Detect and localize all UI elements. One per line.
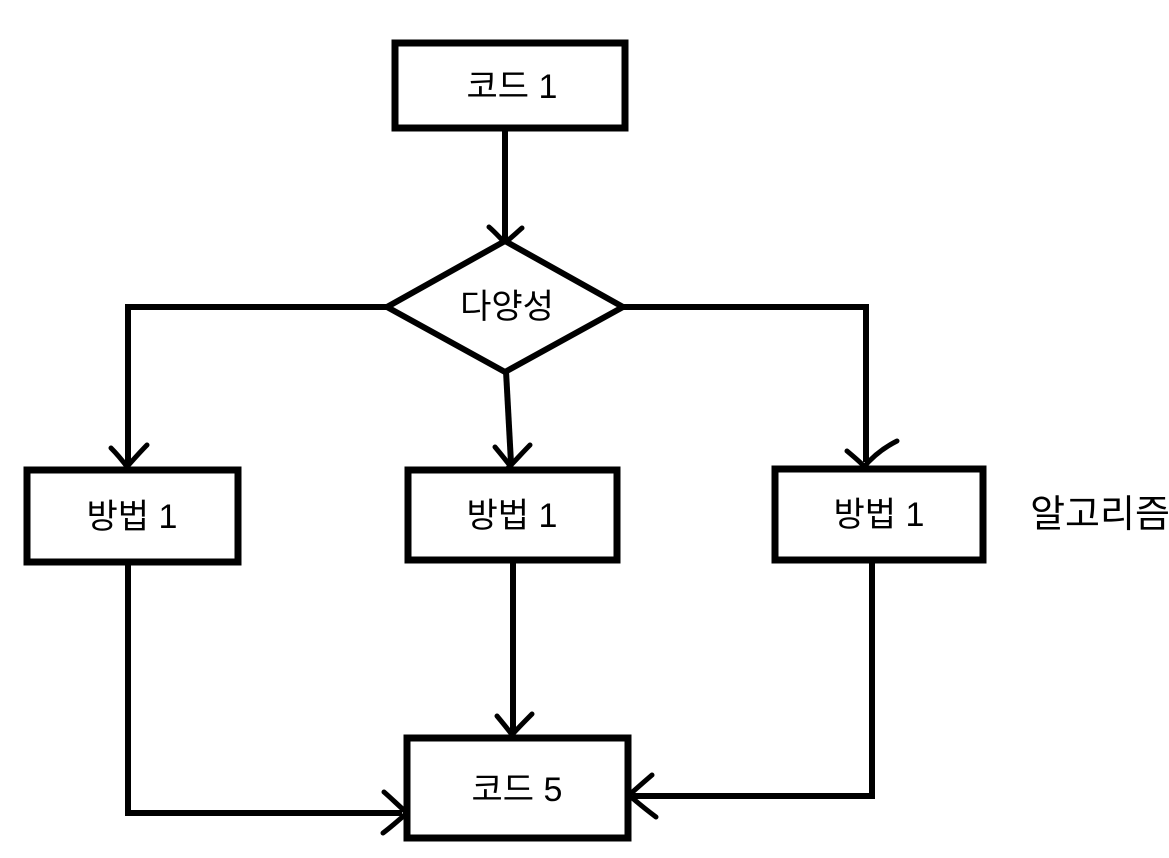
node-labels: 코드 1 다양성 방법 1 방법 1 방법 1 코드 5 알고리즘: [87, 68, 1169, 809]
edge-method-left-code5: [125, 562, 402, 816]
algorithm-annotation-label: 알고리즘: [1030, 494, 1169, 536]
node-method-middle-label: 방법 1: [467, 497, 558, 535]
edge-method-right-code5: [633, 560, 875, 799]
node-code5-label: 코드 5: [472, 771, 563, 809]
node-shapes: [23, 39, 987, 842]
node-diversity-label: 다양성: [460, 288, 554, 326]
arrowhead-into-method-middle: [492, 442, 533, 471]
node-method-left: [23, 466, 242, 566]
edge-diversity-method-right: [623, 304, 869, 462]
arrowhead-into-method-right: [844, 438, 900, 471]
node-code1: [391, 39, 629, 132]
node-code5: [403, 734, 632, 842]
edge-diversity-method-left: [125, 304, 387, 464]
node-diversity-diamond: [380, 237, 630, 376]
node-method-left-label: 방법 1: [87, 498, 178, 536]
node-method-right-label: 방법 1: [834, 496, 925, 534]
edge-diversity-method-middle: [503, 370, 514, 464]
node-method-right: [771, 465, 987, 564]
node-method-middle: [404, 466, 621, 564]
edge-lines: [125, 128, 875, 816]
node-code1-label: 코드 1: [467, 68, 558, 106]
